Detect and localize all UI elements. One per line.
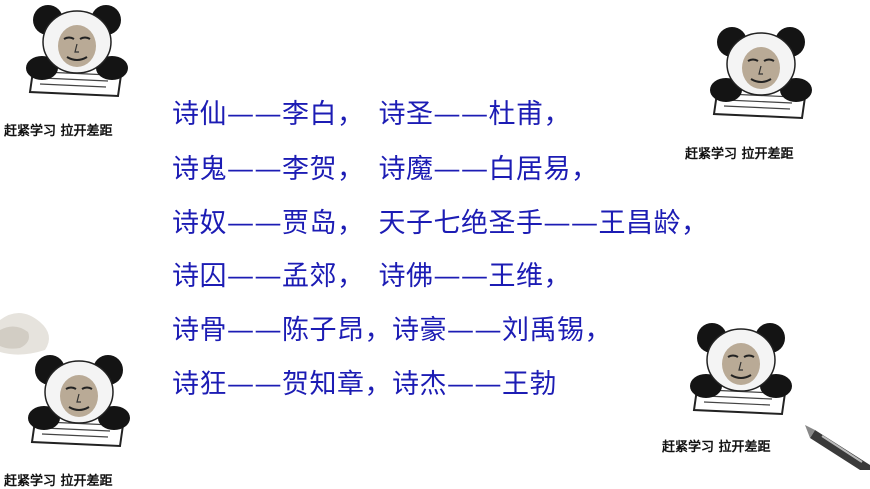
panda-meme-icon — [709, 26, 813, 119]
poet-line-5: 诗骨——陈子昂，诗豪——刘禹锡， — [172, 315, 612, 346]
poet-line-3: 诗奴——贾岛， 天子七绝圣手——王昌龄， — [172, 208, 709, 239]
panda-meme-icon — [27, 354, 131, 447]
meme-caption: 赶紧学习 拉开差距 — [685, 147, 794, 162]
poet-line-2: 诗鬼——李贺， 诗魔——白居易， — [172, 154, 599, 185]
pen-icon — [805, 425, 870, 470]
meme-caption: 赶紧学习 拉开差距 — [4, 474, 113, 489]
poet-line-1: 诗仙——李白， 诗圣——杜甫， — [172, 99, 571, 130]
poet-line-4: 诗囚——孟郊， 诗佛——王维， — [172, 261, 571, 292]
meme-caption: 赶紧学习 拉开差距 — [4, 124, 113, 139]
panda-meme-icon — [689, 322, 793, 415]
meme-caption: 赶紧学习 拉开差距 — [662, 440, 771, 455]
ink-wash-decoration — [0, 312, 49, 355]
poet-line-6: 诗狂——贺知章，诗杰——王勃 — [172, 369, 557, 400]
panda-meme-icon — [25, 4, 129, 97]
